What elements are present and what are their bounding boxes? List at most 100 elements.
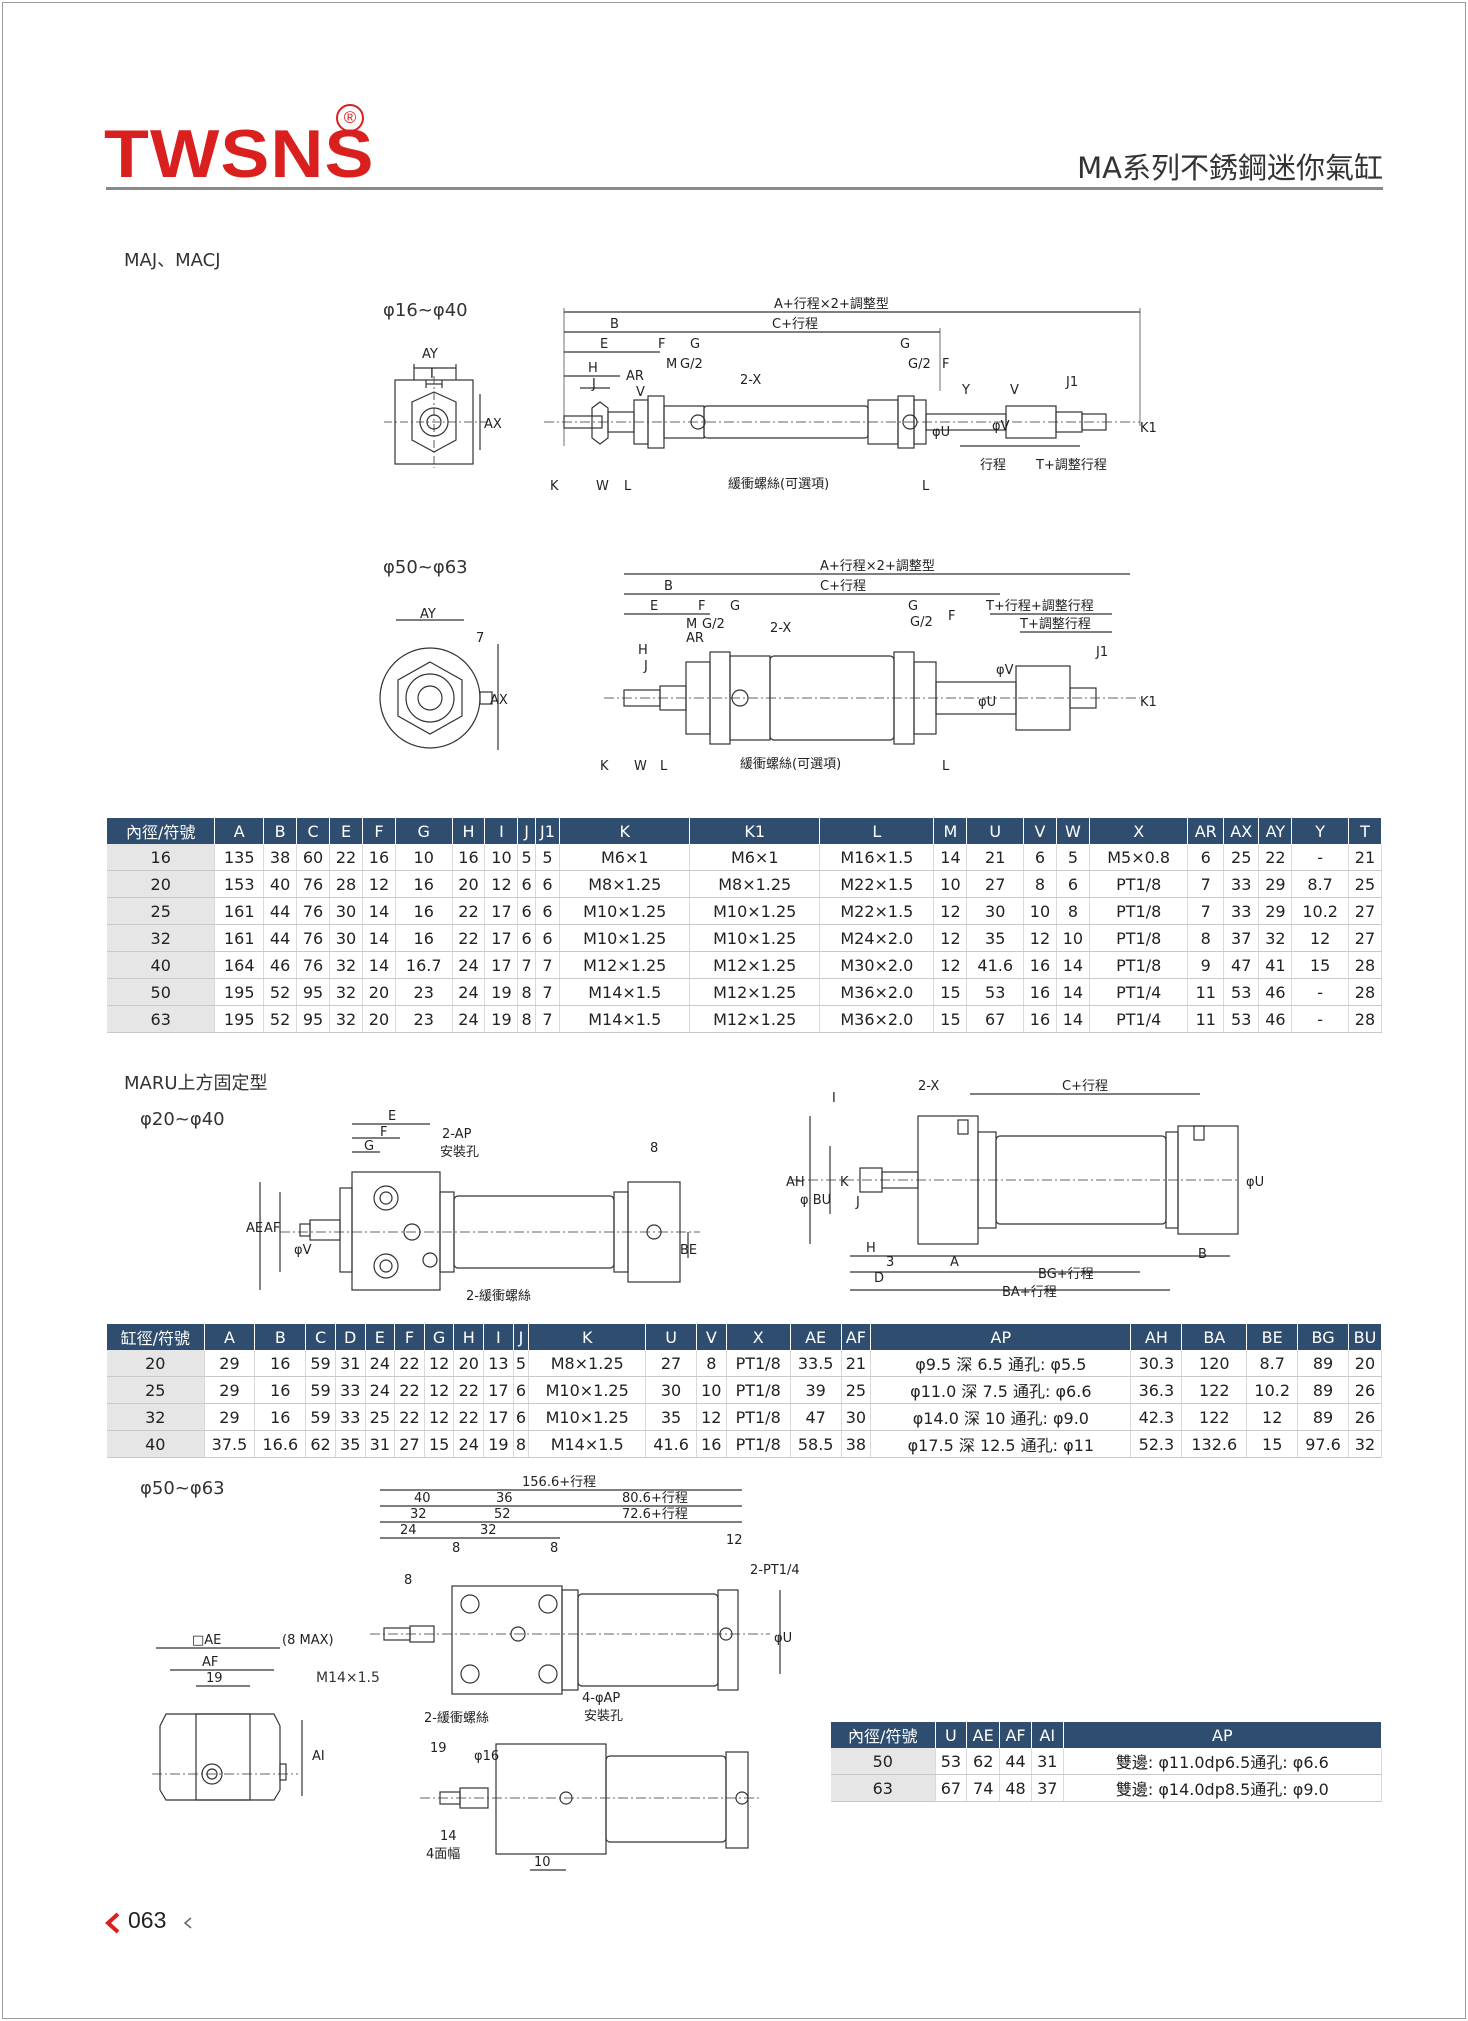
table-cell: M16×1.5 (819, 844, 935, 871)
table-cell: 53 (1223, 1005, 1260, 1033)
svg-text:φV: φV (294, 1243, 312, 1258)
table-cell: 33.5 (790, 1350, 842, 1377)
table-header-cell: Y (1291, 818, 1349, 844)
table-header-cell: X (1089, 818, 1189, 844)
svg-text:AR: AR (686, 631, 704, 646)
table-header-cell: I (484, 818, 519, 844)
svg-text:14: 14 (440, 1829, 457, 1844)
table-cell: 153 (214, 870, 265, 898)
table-cell: 33 (335, 1376, 366, 1404)
svg-text:φ BU: φ BU (800, 1193, 831, 1208)
table-cell: 29 (204, 1376, 256, 1404)
table-cell: 24 (452, 951, 486, 979)
table-cell: 22 (329, 844, 363, 871)
table-cell: 14 (362, 951, 396, 979)
table-cell: 16 (1023, 978, 1057, 1006)
table-cell: 28 (1348, 978, 1383, 1006)
table-cell: 27 (1348, 897, 1383, 925)
brand-logo: TWSNS (104, 116, 375, 192)
svg-text:2-X: 2-X (740, 373, 761, 388)
svg-text:19: 19 (206, 1671, 223, 1686)
svg-text:F: F (380, 1125, 387, 1140)
table-cell: M14×1.5 (559, 978, 691, 1006)
table-cell: 27 (645, 1350, 697, 1377)
table-cell: M10×1.25 (559, 924, 691, 952)
svg-text:E: E (388, 1109, 396, 1124)
svg-text:8: 8 (550, 1541, 558, 1556)
table-cell: 16 (1023, 1005, 1057, 1033)
table-cell: 7 (1187, 870, 1225, 898)
table-cell: M6×1 (559, 844, 691, 871)
header-divider (106, 187, 1383, 190)
table-header-cell: E (329, 818, 363, 844)
table-cell: 12 (424, 1350, 455, 1377)
table-cell: 22 (453, 1376, 485, 1404)
table-cell: 26 (1348, 1403, 1383, 1431)
table-cell: 22 (452, 897, 486, 925)
table-cell: 47 (790, 1403, 842, 1431)
svg-text:安裝孔: 安裝孔 (584, 1709, 623, 1724)
table-cell: 52 (263, 1005, 298, 1033)
svg-text:A: A (950, 1255, 959, 1270)
table-cell: 35 (966, 924, 1024, 952)
table-header-cell: C (296, 818, 331, 844)
svg-text:3: 3 (886, 1255, 894, 1270)
table-cell: M12×1.25 (689, 1005, 821, 1033)
table-cell: 8 (517, 978, 536, 1006)
table-cell: 31 (365, 1430, 396, 1458)
table-cell: M30×2.0 (819, 951, 935, 979)
table-header-cell: AX (1223, 818, 1260, 844)
table-header-cell: AR (1187, 818, 1225, 844)
table-header-cell: U (966, 818, 1024, 844)
svg-text:2-X: 2-X (918, 1079, 939, 1094)
table-header-cell: K (528, 1324, 647, 1350)
table-cell: 7 (517, 951, 536, 979)
table-cell: 6 (535, 924, 561, 952)
table-cell: 32 (329, 1005, 363, 1033)
svg-text:G: G (364, 1139, 374, 1154)
table-cell: 37 (1031, 1774, 1064, 1802)
table-cell: 25 (841, 1376, 872, 1404)
table-cell: 24 (453, 1430, 485, 1458)
table-cell: 13 (483, 1350, 514, 1377)
registered-mark: ® (336, 104, 364, 132)
end-view-drawing-50-63: AY 7 AX (379, 607, 508, 750)
svg-text:40: 40 (414, 1491, 431, 1506)
table-cell: 6 (1056, 870, 1090, 898)
table-cell: 120 (1181, 1350, 1248, 1377)
table-cell: 26 (1348, 1376, 1383, 1404)
table-cell: 67 (966, 1005, 1024, 1033)
table-cell: M14×1.5 (528, 1430, 647, 1458)
table-cell: 12 (933, 897, 968, 925)
table-header-cell: X (726, 1324, 791, 1350)
svg-text:2-AP: 2-AP (442, 1127, 472, 1142)
table-cell: 24 (365, 1376, 396, 1404)
range-label-16-40: φ16~φ40 (383, 300, 468, 321)
svg-text:T+行程+調整行程: T+行程+調整行程 (985, 599, 1094, 614)
svg-text:L: L (922, 479, 930, 494)
svg-text:2-緩衝螺絲: 2-緩衝螺絲 (424, 1711, 489, 1726)
table-cell: 22 (394, 1403, 425, 1431)
table-cell: PT1/8 (1089, 924, 1189, 952)
table-cell: 53 (935, 1748, 968, 1775)
table-cell: M12×1.25 (689, 978, 821, 1006)
table-cell: 89 (1297, 1376, 1349, 1404)
table-cell: 12 (933, 924, 968, 952)
table-cell: 32 (107, 1403, 205, 1431)
table-cell: M12×1.25 (689, 951, 821, 979)
maru-top-drawing-20-40: 2-X C+行程 I AH φ BU K J φU H 3 D A B BG+行… (786, 1079, 1264, 1300)
table-cell: M10×1.25 (528, 1376, 647, 1404)
table-cell: 7 (535, 1005, 561, 1033)
svg-text:A+行程×2+調整型: A+行程×2+調整型 (820, 559, 935, 574)
svg-text:K: K (840, 1175, 849, 1190)
table-header-cell: D (335, 1324, 366, 1350)
table-cell: 52 (263, 978, 298, 1006)
section-title-maj: MAJ、MACJ (124, 250, 221, 271)
table-cell: 37.5 (204, 1430, 256, 1458)
svg-text:AR: AR (626, 369, 644, 384)
svg-text:M: M (686, 617, 697, 632)
svg-text:φU: φU (978, 695, 996, 710)
table-cell: 16.6 (254, 1430, 307, 1458)
table-cell: 25 (365, 1403, 396, 1431)
